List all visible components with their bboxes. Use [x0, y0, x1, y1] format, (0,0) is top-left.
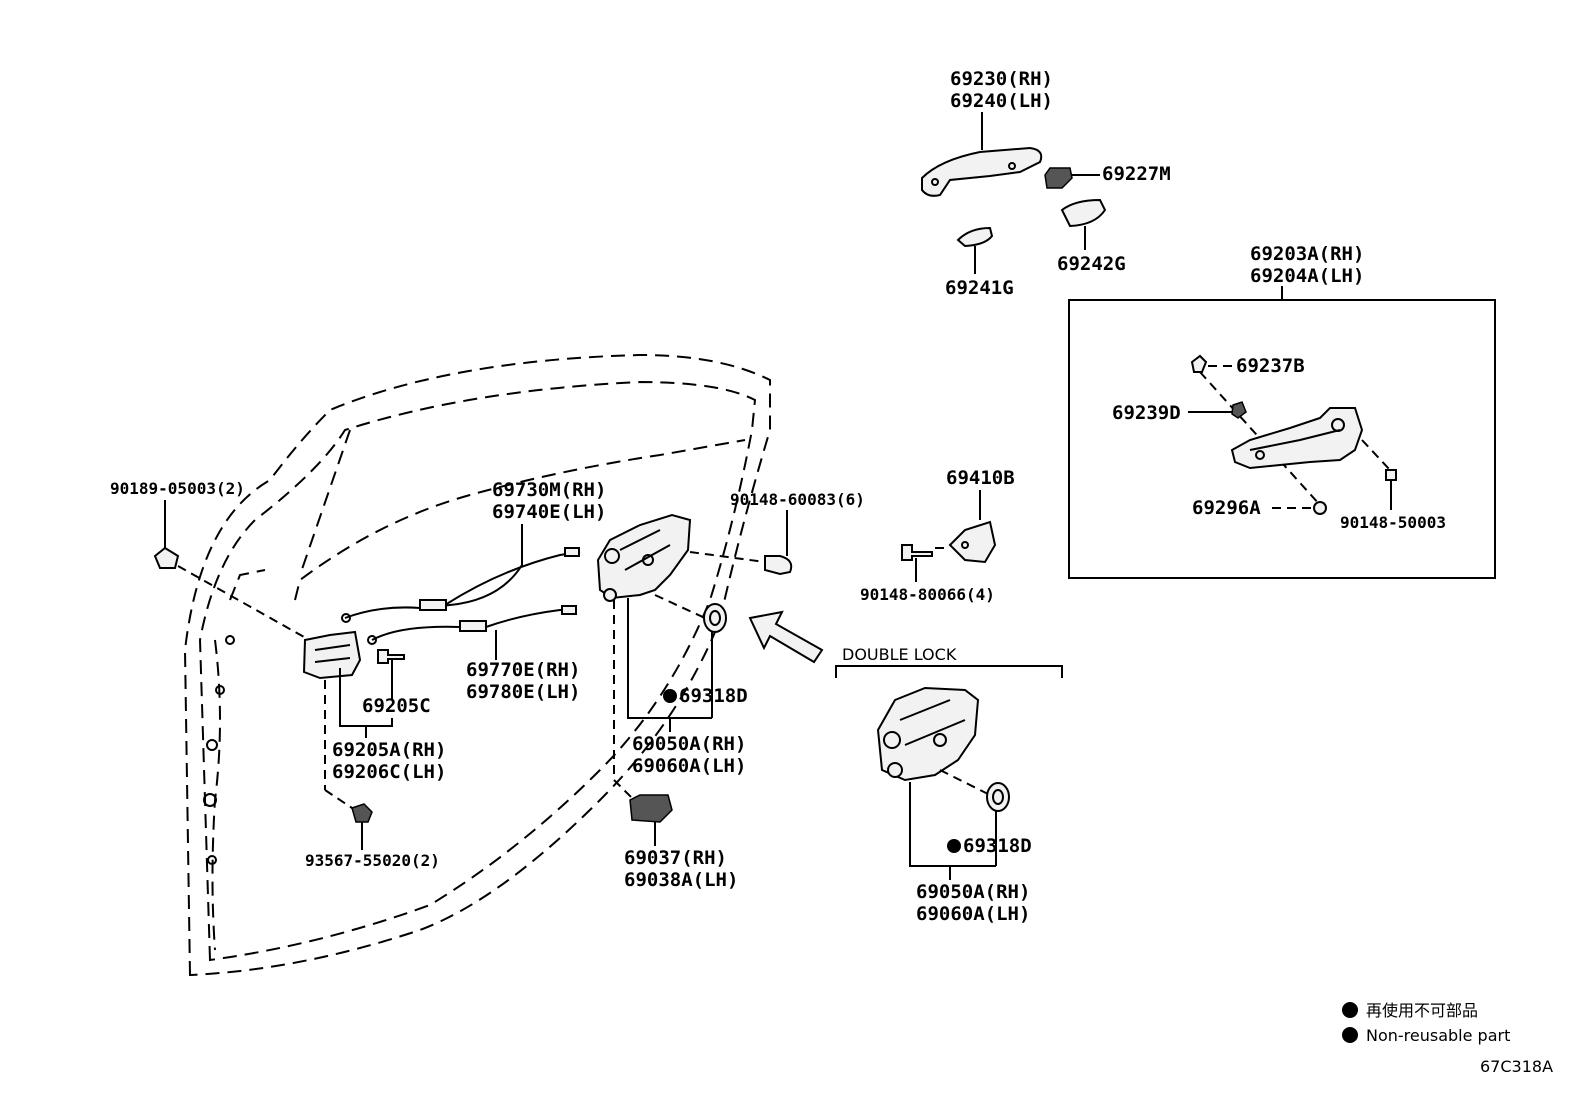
label-cable2-lh: 69780E(LH) — [466, 681, 580, 703]
label-cable1-rh: 69730M(RH) — [492, 479, 606, 501]
frame-assembly-box — [1068, 299, 1496, 579]
label-handle-lh: 69240(LH) — [950, 90, 1053, 112]
arrow-icon — [748, 610, 824, 664]
label-seal-2: 69318D — [963, 835, 1032, 857]
door-outline — [183, 353, 771, 977]
part-69296A — [1313, 501, 1327, 515]
label-69237B: 69237B — [1236, 355, 1305, 377]
bolt-80066-part — [901, 544, 933, 561]
pad-rear-part — [1060, 198, 1107, 228]
label-69239D: 69239D — [1112, 402, 1181, 424]
part-69237B — [1190, 354, 1208, 373]
door-lock-part — [596, 513, 692, 602]
legend: 再使用不可部品 Non-reusable part — [1342, 1001, 1510, 1045]
label-69296A: 69296A — [1192, 497, 1261, 519]
cable1-part — [344, 551, 581, 619]
clip-05003-part — [153, 546, 180, 569]
label-frame-rh: 69203A(RH) — [1250, 243, 1364, 265]
label-lock-lh-1: 69060A(LH) — [632, 755, 746, 777]
figure-code: 67C318A — [1480, 1057, 1553, 1076]
label-seal-1: 69318D — [679, 685, 748, 707]
non-reusable-marker-2 — [947, 839, 961, 853]
cap-part — [1044, 167, 1073, 189]
label-double-lock: DOUBLE LOCK — [842, 645, 957, 664]
pad-front-part — [956, 226, 994, 248]
legend-text-en: Non-reusable part — [1366, 1026, 1510, 1045]
label-handle-rh: 69230(RH) — [950, 68, 1053, 90]
label-pad-front: 69241G — [945, 277, 1014, 299]
label-striker: 69410B — [946, 467, 1015, 489]
label-cover-rh: 69037(RH) — [624, 847, 727, 869]
label-lock-rh-2: 69050A(RH) — [916, 881, 1030, 903]
screw-93567-part — [351, 803, 373, 823]
label-bolt-60083: 90148-60083(6) — [730, 490, 865, 509]
label-lock-rh-1: 69050A(RH) — [632, 733, 746, 755]
label-handle-in-rh: 69205A(RH) — [332, 739, 446, 761]
label-cover-lh: 69038A(LH) — [624, 869, 738, 891]
label-handle-in-lh: 69206C(LH) — [332, 761, 446, 783]
bolt-60083-part — [764, 555, 793, 576]
cable2-part — [371, 609, 575, 641]
label-frame-lh: 69204A(LH) — [1250, 265, 1364, 287]
non-reusable-marker-1 — [663, 689, 677, 703]
label-lock-lh-2: 69060A(LH) — [916, 903, 1030, 925]
label-cable2-rh: 69770E(RH) — [466, 659, 580, 681]
striker-part — [948, 520, 997, 564]
label-screw-69205C: 69205C — [362, 695, 431, 717]
screw-69205C-part — [377, 649, 405, 664]
seal-2-part — [986, 782, 1010, 812]
part-69239D — [1231, 401, 1247, 419]
label-screw-93567: 93567-55020(2) — [305, 851, 440, 870]
label-cap: 69227M — [1102, 163, 1171, 185]
bolt-50003-part — [1385, 469, 1397, 481]
legend-bullet-en — [1342, 1027, 1358, 1043]
frame-part — [1230, 407, 1364, 470]
label-bolt-50003: 90148-50003 — [1340, 513, 1446, 532]
inside-handle-part — [302, 630, 362, 680]
label-pad-rear: 69242G — [1057, 253, 1126, 275]
seal-1-part — [703, 603, 727, 633]
outside-handle — [921, 146, 1043, 197]
cover-part — [629, 794, 673, 823]
double-lock-part — [876, 686, 980, 782]
label-clip-05003: 90189-05003(2) — [110, 479, 245, 498]
legend-text-jp: 再使用不可部品 — [1366, 1001, 1478, 1020]
label-bolt-80066: 90148-80066(4) — [860, 585, 995, 604]
legend-bullet-jp — [1342, 1002, 1358, 1018]
label-cable1-lh: 69740E(LH) — [492, 501, 606, 523]
